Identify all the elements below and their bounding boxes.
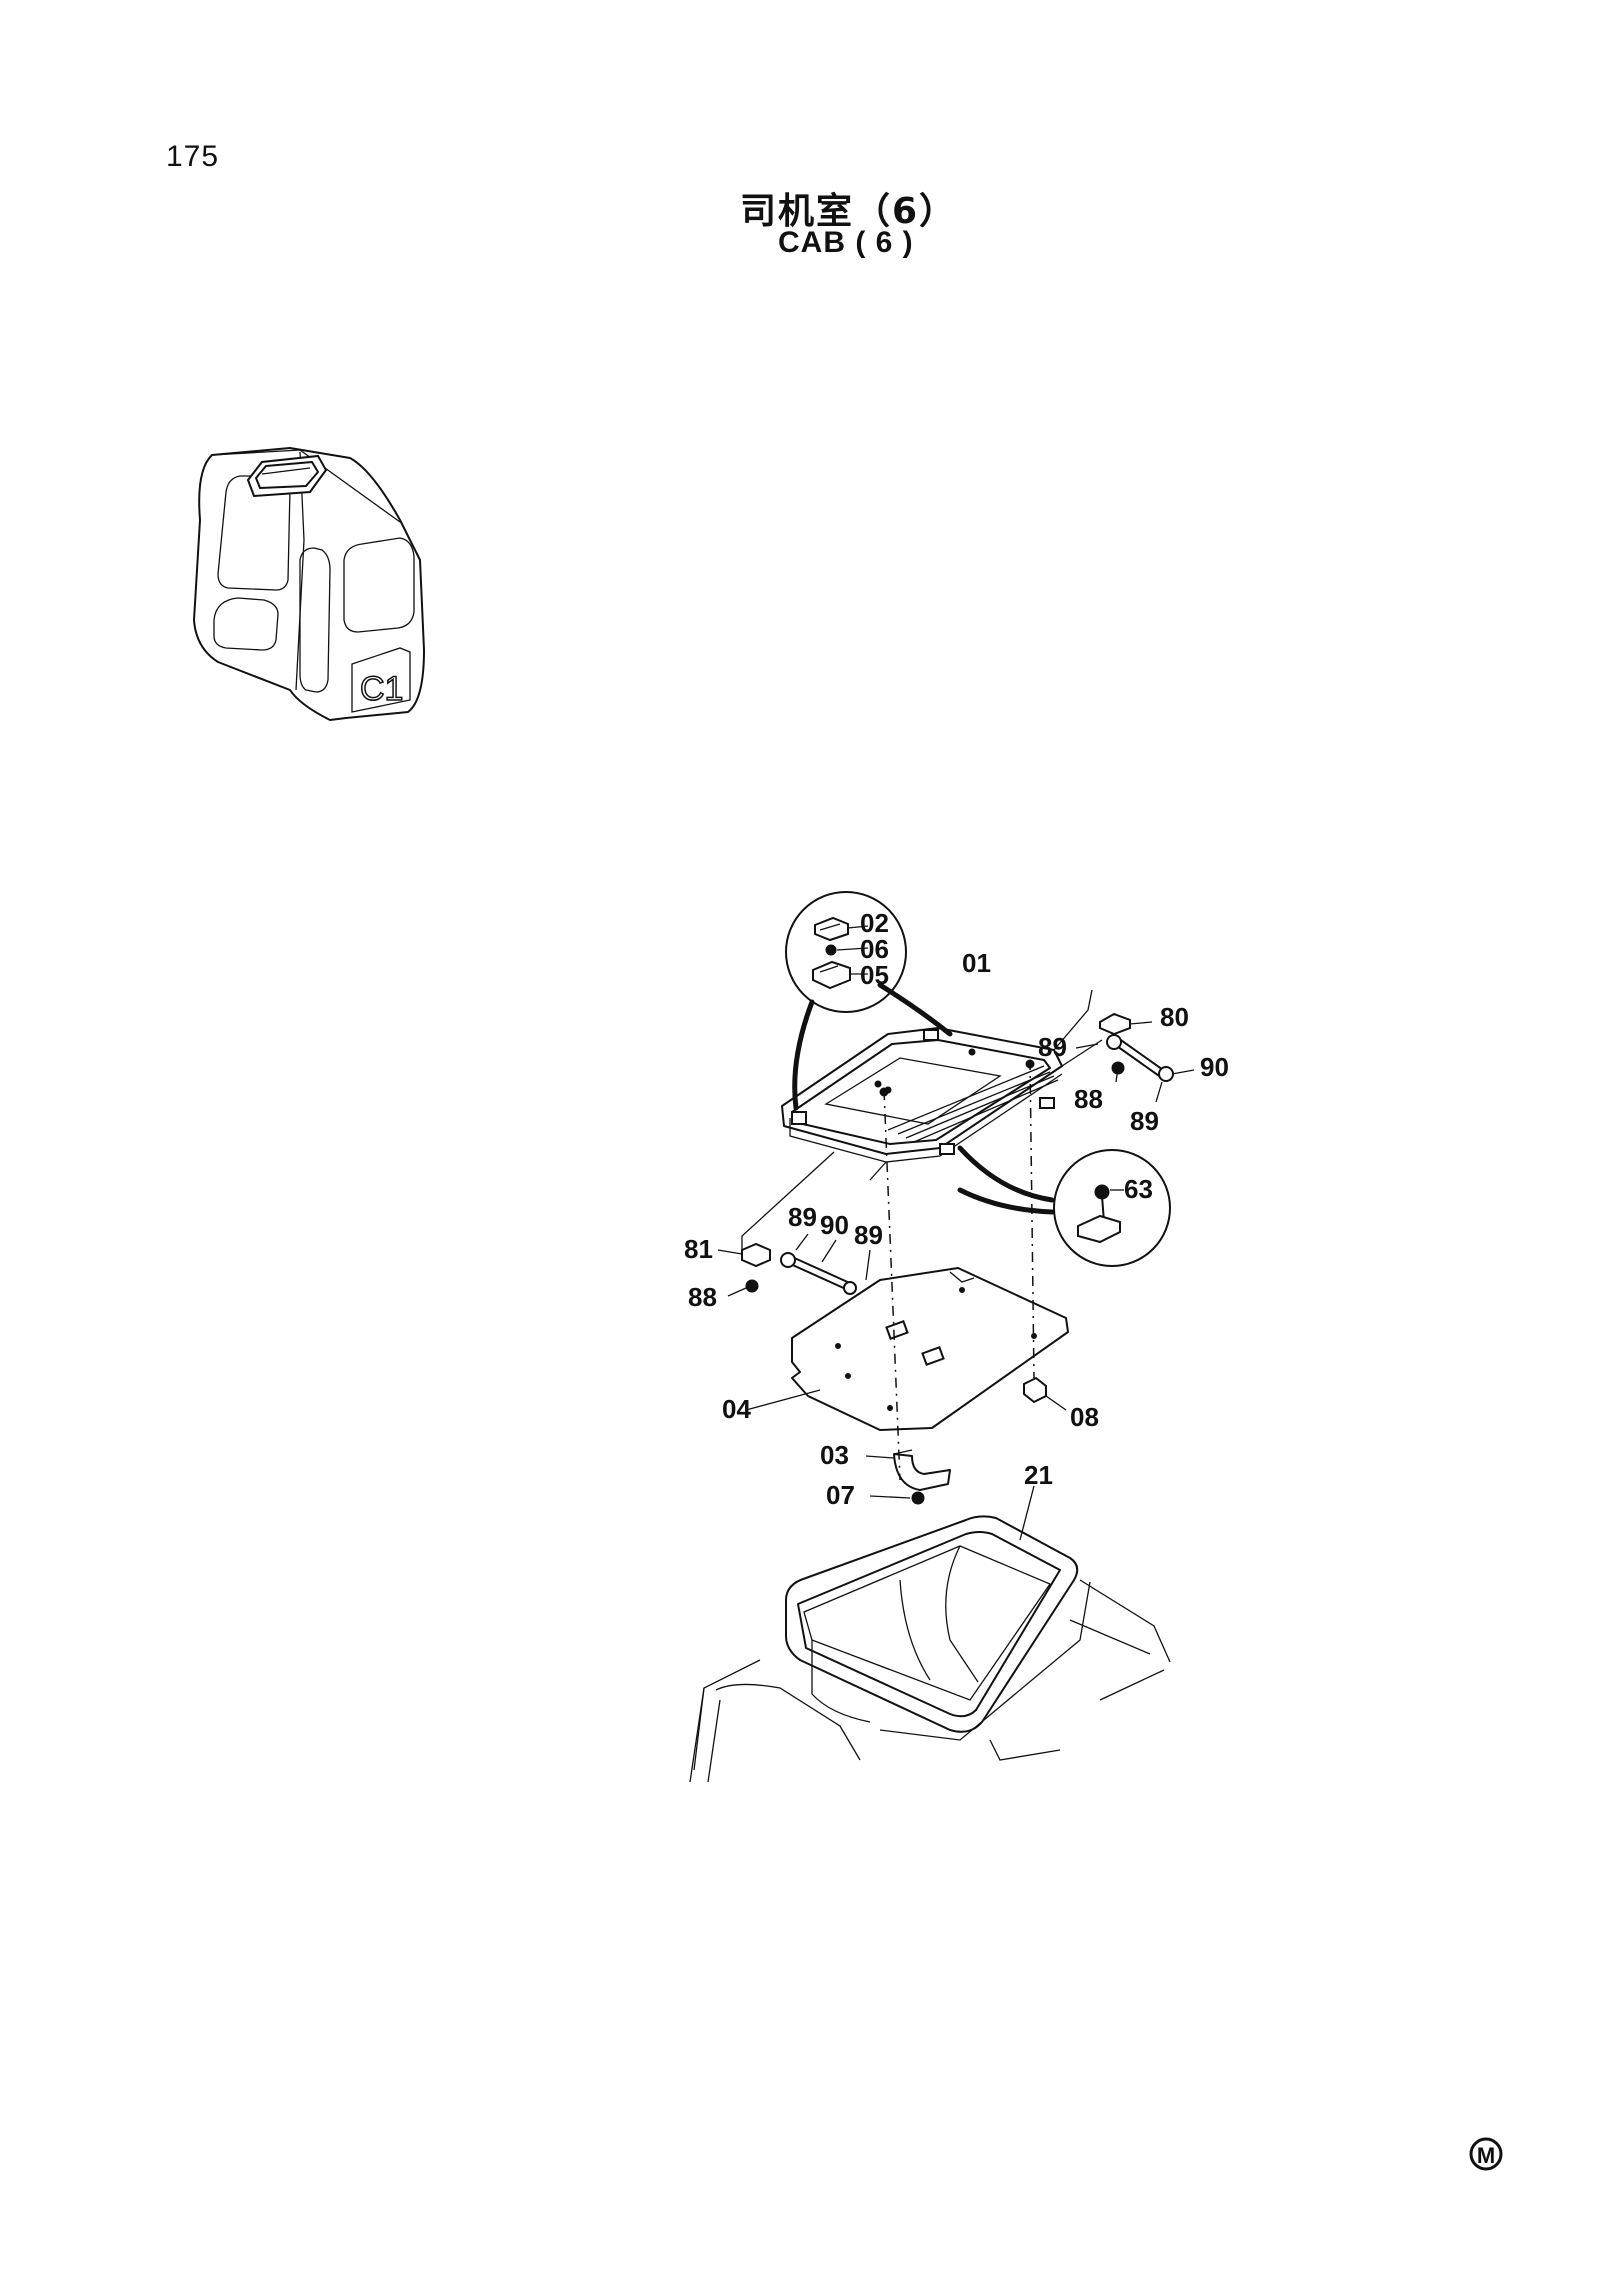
corner-mark: M <box>1469 2137 1503 2171</box>
callout-05: 05 <box>860 960 889 990</box>
callout-89-left-lower: 89 <box>854 1220 883 1250</box>
page-title-chinese: 司机室（6） <box>740 191 958 232</box>
roof-hatch-frame <box>781 1027 1063 1163</box>
callout-04: 04 <box>722 1394 751 1424</box>
callout-08: 08 <box>1070 1402 1099 1432</box>
callout-88-right: 88 <box>1074 1084 1103 1114</box>
callout-90-right: 90 <box>1200 1052 1229 1082</box>
callout-89-right-upper: 89 <box>1038 1032 1067 1062</box>
callout-88-left: 88 <box>688 1282 717 1312</box>
overview-badge: C1 <box>360 670 403 708</box>
callout-07: 07 <box>826 1480 855 1510</box>
grab-handle <box>865 1449 951 1505</box>
hatch-weatherstrip-and-roof <box>689 1485 1171 1783</box>
callout-21: 21 <box>1024 1460 1053 1490</box>
part-callouts: 02 06 05 01 80 89 88 90 89 63 89 90 89 8… <box>684 908 1229 1510</box>
callout-90-left: 90 <box>820 1210 849 1240</box>
callout-03: 03 <box>820 1440 849 1470</box>
nut-part-08 <box>1023 1376 1067 1411</box>
callout-02: 02 <box>860 908 889 938</box>
right-strut-assembly <box>1053 989 1195 1103</box>
callout-01: 01 <box>962 948 991 978</box>
cab-overview-illustration: C1 <box>193 447 425 721</box>
callout-89-left-upper: 89 <box>788 1202 817 1232</box>
callout-06: 06 <box>860 934 889 964</box>
callout-63: 63 <box>1124 1174 1153 1204</box>
callout-81: 81 <box>684 1234 713 1264</box>
detail-circle-latch <box>785 891 907 1013</box>
callout-80: 80 <box>1160 1002 1189 1032</box>
corner-mark-letter: M <box>1477 2143 1495 2168</box>
page-title-english: CAB ( 6 ) <box>778 226 914 259</box>
callout-89-right-lower: 89 <box>1130 1106 1159 1136</box>
left-strut-assembly <box>717 1151 887 1297</box>
inner-trim-panel <box>745 1267 1069 1431</box>
detail-circle-stay <box>957 1145 1171 1267</box>
page-number: 175 <box>166 140 220 173</box>
